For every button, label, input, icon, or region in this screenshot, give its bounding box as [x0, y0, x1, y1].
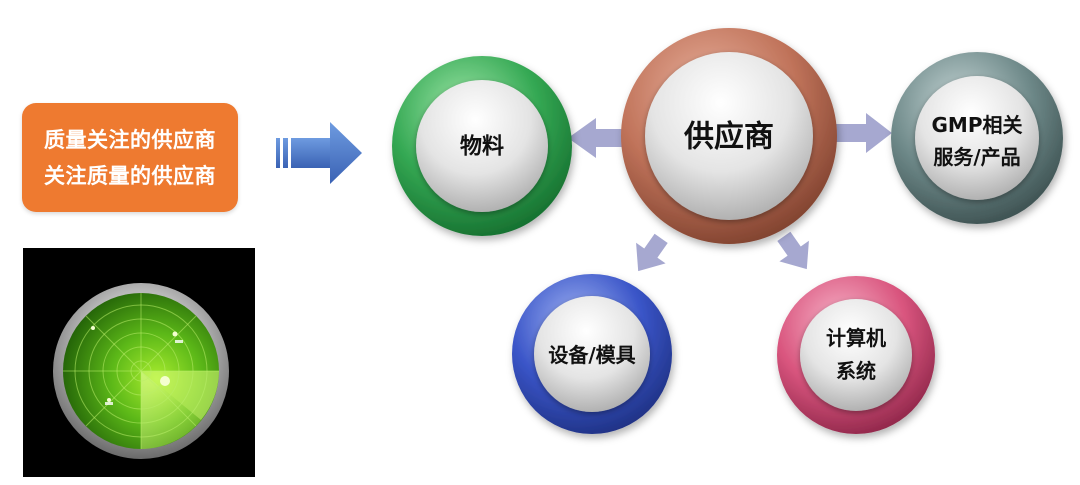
node-supplier-label: 供应商	[683, 120, 774, 155]
callout-line-2: 关注质量的供应商	[44, 163, 216, 188]
node-computer-label-line1: 计算机	[826, 326, 886, 350]
node-material-label: 物料	[460, 134, 504, 160]
radar-image	[23, 248, 255, 477]
callout-line-1: 质量关注的供应商	[44, 127, 216, 152]
node-supplier: 供应商	[621, 28, 837, 244]
callout-box: 质量关注的供应商 关注质量的供应商	[22, 103, 238, 212]
node-material: 物料	[392, 56, 572, 236]
node-computer: 计算机 系统	[777, 276, 935, 434]
node-equipment-label: 设备/模具	[548, 343, 635, 367]
node-gmp-label-line1: GMP相关	[932, 113, 1023, 137]
arrow-to-gmp	[830, 113, 892, 153]
radar-icon	[53, 283, 229, 459]
node-computer-label-line2: 系统	[836, 359, 876, 383]
node-gmp-label-line2: 服务/产品	[933, 145, 1020, 169]
arrow-to-equipment	[636, 233, 668, 272]
right-arrow-icon	[276, 122, 362, 184]
arrow-to-computer	[777, 231, 809, 270]
node-equipment: 设备/模具	[512, 274, 672, 434]
arrow-to-material	[568, 118, 630, 158]
node-gmp: GMP相关 服务/产品	[891, 52, 1063, 224]
